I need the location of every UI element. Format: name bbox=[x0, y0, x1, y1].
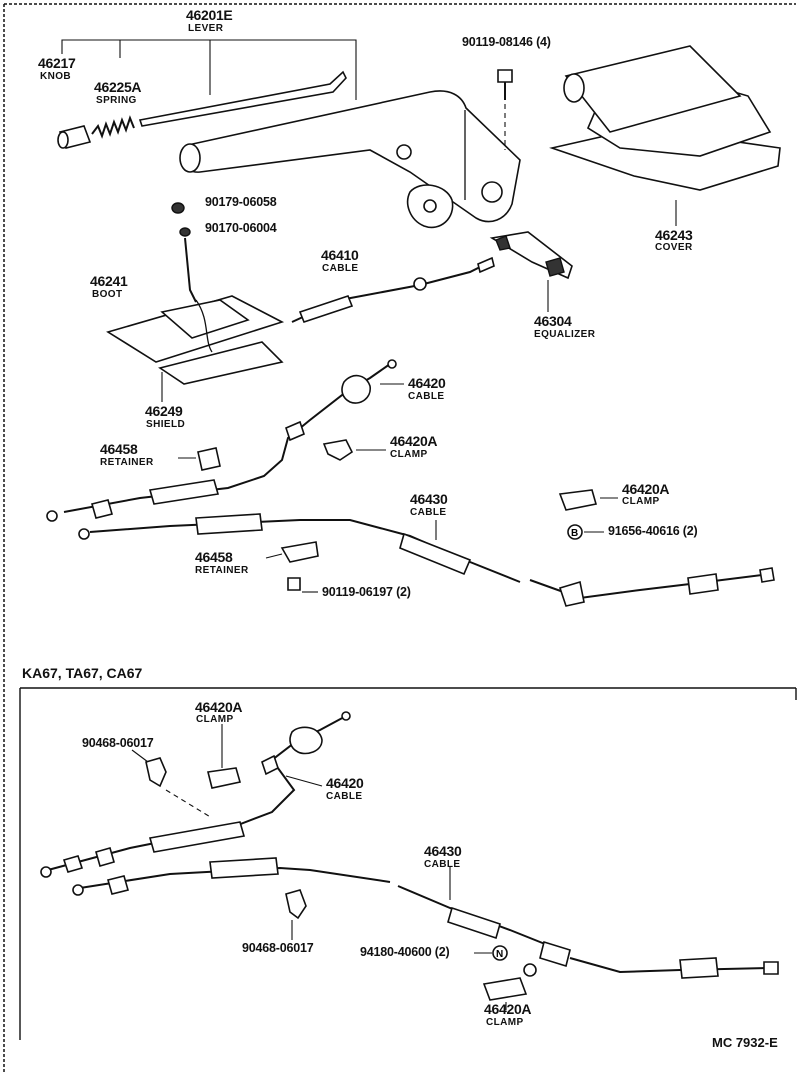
cable-46420-bottom-drawing bbox=[40, 711, 351, 878]
cable-46420-top-drawing bbox=[46, 359, 404, 522]
part-name-cable-46430-top: CABLE bbox=[410, 507, 447, 518]
clip-a-drawing bbox=[131, 749, 213, 819]
part-number-46225A: 46225A bbox=[94, 79, 142, 95]
part-number-46420A-b: 46420A bbox=[622, 481, 670, 497]
part-name-clamp-d: CLAMP bbox=[486, 1017, 524, 1028]
marker-n: N bbox=[496, 949, 503, 960]
ref-90119-06197: 90119-06197 (2) bbox=[322, 585, 411, 599]
part-name-spring: SPRING bbox=[96, 95, 137, 106]
part-name-clamp-c: CLAMP bbox=[196, 714, 234, 725]
part-number-46304: 46304 bbox=[534, 313, 572, 329]
ref-90468-06017-b: 90468-06017 bbox=[242, 941, 314, 955]
part-number-46420-top: 46420 bbox=[408, 375, 446, 391]
lever-drawing bbox=[57, 39, 521, 303]
ref-91656-40616: 91656-40616 (2) bbox=[608, 524, 698, 538]
cover-drawing bbox=[549, 45, 781, 226]
part-name-retainer-b: RETAINER bbox=[195, 565, 249, 576]
part-number-46241: 46241 bbox=[90, 273, 128, 289]
part-name-shield: SHIELD bbox=[146, 419, 186, 430]
clamp-c-drawing bbox=[207, 724, 242, 789]
clamp-a-drawing bbox=[322, 439, 386, 461]
part-number-46458-a: 46458 bbox=[100, 441, 138, 457]
part-name-cable-46420-top: CABLE bbox=[408, 391, 445, 402]
boot-drawing bbox=[106, 295, 285, 402]
part-name-cable-46430-bottom: CABLE bbox=[424, 859, 461, 870]
marker-b: B bbox=[571, 528, 578, 539]
retainer-b-drawing bbox=[265, 541, 319, 593]
part-name-knob: KNOB bbox=[40, 71, 72, 82]
ref-94180-40600: 94180-40600 (2) bbox=[360, 945, 450, 959]
clamp-d-drawing: N bbox=[474, 945, 537, 1010]
part-name-lever: LEVER bbox=[188, 23, 224, 34]
retainer-a-drawing bbox=[178, 447, 221, 471]
part-number-46420A-d: 46420A bbox=[484, 1001, 532, 1017]
part-number-46410: 46410 bbox=[321, 247, 359, 263]
part-number-46217: 46217 bbox=[38, 55, 76, 71]
part-number-46249: 46249 bbox=[145, 403, 183, 419]
clip-b-drawing bbox=[285, 889, 307, 940]
ref-90170-06004: 90170-06004 bbox=[205, 221, 277, 235]
ref-90179-06058: 90179-06058 bbox=[205, 195, 277, 209]
part-name-boot: BOOT bbox=[92, 289, 123, 300]
part-number-46420-bottom: 46420 bbox=[326, 775, 364, 791]
section-label: KA67, TA67, CA67 bbox=[22, 665, 143, 681]
part-number-46430-top: 46430 bbox=[410, 491, 448, 507]
part-number-46430-bottom: 46430 bbox=[424, 843, 462, 859]
part-name-equalizer: EQUALIZER bbox=[534, 329, 596, 340]
part-name-cable-46410: CABLE bbox=[322, 263, 359, 274]
part-number-46458-b: 46458 bbox=[195, 549, 233, 565]
part-number-46420A-c: 46420A bbox=[195, 699, 243, 715]
footer-code: MC 7932-E bbox=[712, 1035, 778, 1050]
part-number-46201E: 46201E bbox=[186, 7, 233, 23]
part-number-46243: 46243 bbox=[655, 227, 693, 243]
ref-90468-06017-a: 90468-06017 bbox=[82, 736, 154, 750]
part-name-cable-46420-bottom: CABLE bbox=[326, 791, 363, 802]
equalizer-drawing bbox=[489, 231, 573, 312]
part-number-46420A-a: 46420A bbox=[390, 433, 438, 449]
cable-46430-top-drawing bbox=[78, 513, 775, 607]
cable-46430-bottom-drawing bbox=[72, 857, 779, 979]
part-name-clamp-a: CLAMP bbox=[390, 449, 428, 460]
ref-90119-08146: 90119-08146 (4) bbox=[462, 35, 551, 49]
part-name-retainer-a: RETAINER bbox=[100, 457, 154, 468]
clamp-b-drawing: B bbox=[558, 489, 618, 540]
part-name-clamp-b: CLAMP bbox=[622, 496, 660, 507]
bolt-drawing bbox=[497, 69, 513, 150]
part-name-cover: COVER bbox=[655, 242, 693, 253]
cable-46410-drawing bbox=[291, 256, 495, 323]
